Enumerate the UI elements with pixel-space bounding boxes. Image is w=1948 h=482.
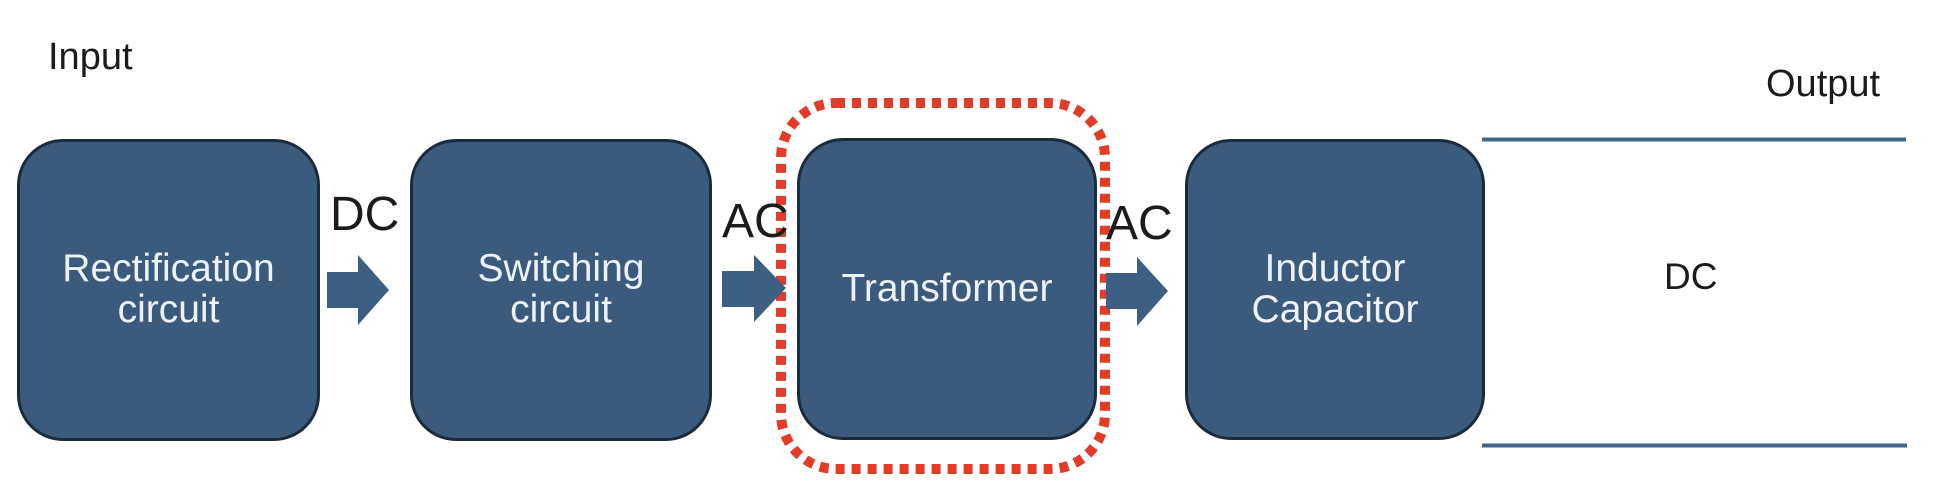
block-rectification-circuit: Rectification circuit	[17, 139, 320, 441]
block-transformer-line-1: Transformer	[841, 266, 1053, 310]
block-inductor-capacitor-label: Inductor Capacitor	[1251, 246, 1419, 331]
block-rectification-circuit-label: Rectification circuit	[62, 247, 275, 331]
block-rectification-line-1: Rectification	[62, 247, 275, 291]
flow-arrow-3-icon	[1106, 257, 1168, 326]
signal-label-ac-1: AC	[722, 195, 789, 248]
block-switching-circuit-label: Switching circuit	[477, 247, 645, 331]
input-label: Input	[48, 36, 133, 78]
block-switching-line-1: Switching	[477, 247, 645, 291]
block-switching-line-2: circuit	[510, 288, 612, 331]
block-rectification-line-2: circuit	[117, 288, 220, 331]
flow-arrow-1-icon	[327, 255, 389, 325]
output-signal-label-dc: DC	[1664, 256, 1718, 297]
block-inductor-line-2: Capacitor	[1251, 287, 1419, 331]
signal-label-dc: DC	[330, 188, 400, 241]
block-transformer: Transformer	[797, 138, 1097, 440]
block-switching-circuit: Switching circuit	[410, 139, 712, 441]
block-inductor-line-1: Inductor	[1264, 246, 1406, 290]
signal-label-ac-2: AC	[1106, 197, 1173, 250]
block-inductor-capacitor: Inductor Capacitor	[1185, 139, 1485, 440]
output-label: Output	[1766, 63, 1881, 105]
block-transformer-label: Transformer	[841, 266, 1053, 310]
flow-arrow-2-icon	[722, 255, 786, 322]
